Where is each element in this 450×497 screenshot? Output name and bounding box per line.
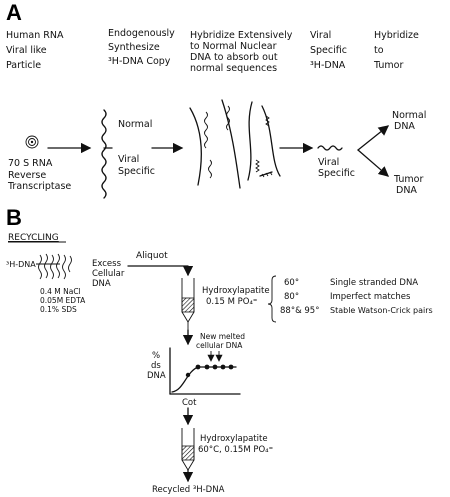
hap-label-line1: Hydroxylapatite [202,286,270,296]
cot-curve [171,366,237,393]
hap-label-line2: 0.15 M PO₄⁼ [206,297,257,307]
hap2-label-line2: 60°C, 0.15M PO₄⁼ [198,445,273,455]
rna-label: 70 S RNA [8,158,53,169]
excess-line3: DNA [92,279,111,289]
excess-line2: Cellular [92,269,125,279]
header-col3-line4: normal sequences [190,63,277,74]
desc-60: Single stranded DNA [330,278,418,288]
desc-88-95: Stable Watson-Crick pairs [330,306,433,315]
viral-specific-label-line2: Specific [118,166,155,177]
h3dna-label: ³H-DNA [6,260,36,269]
buffer-line3: 0.1% SDS [40,305,77,314]
hybrid-dna-tangle [189,99,281,189]
recycled-label: Recycled ³H-DNA [152,485,225,495]
arrow-to-normal [357,125,390,151]
temp-80: 80° [284,292,299,302]
header-col5-line1: Hybridize [374,30,419,41]
dna-copy-strand [101,109,107,199]
header-col4-line2: Specific [310,45,347,56]
temp-bracket [267,275,277,323]
header-col1-line2: Viral like [6,45,47,56]
header-col2-line3: ³H-DNA Copy [108,56,171,67]
viral-specific-label-line1: Viral [118,154,139,165]
normal-label: Normal [118,119,152,130]
header-col2-line2: Synthesize [108,42,160,53]
buffer-line2: 0.05M EDTA [40,296,86,305]
header-col1-line1: Human RNA [6,30,64,41]
temp-88-95: 88°& 95° [280,306,319,316]
dna-mixture-icon [36,253,72,280]
viral-specific-strand [317,145,343,151]
header-col4-line1: Viral [310,30,331,41]
hydroxylapatite-column-1 [181,278,195,330]
cot-curve-chart [169,347,241,395]
panel-a-letter: A [6,0,22,25]
header-col5-line3: Tumor [373,60,403,71]
cot-point-1 [185,372,191,378]
melted-line2: cellular DNA [196,341,243,350]
cot-point-3 [204,364,210,370]
normal-dna-line2: DNA [394,121,415,132]
xaxis-label: Cot [182,398,197,408]
tumor-dna-line1: Tumor [393,174,423,185]
viral-specific2-line1: Viral [318,157,339,168]
cot-point-5 [220,364,226,370]
cot-point-6 [228,364,234,370]
excess-line1: Excess [92,259,122,269]
header-col2-line1: Endogenously [108,28,175,39]
cot-point-2 [195,364,201,370]
normal-dna-line1: Normal [392,110,426,121]
yaxis-label-line2: ds [151,361,161,371]
header-col1-line3: Particle [6,60,41,71]
tumor-dna-line2: DNA [396,185,417,196]
recycling-label: RECYCLING [8,233,59,243]
buffer-line1: 0.4 M NaCl [40,287,81,296]
hap2-label-line1: Hydroxylapatite [200,434,268,444]
rt-label-line1: Reverse [8,170,46,181]
rna-particle-icon [25,135,39,149]
rt-label-line2: Transcriptase [7,181,71,192]
viral-specific2-line2: Specific [318,168,355,179]
header-col3-line2: to Normal Nuclear [190,41,277,52]
yaxis-label-line3: DNA [147,371,166,381]
desc-80: Imperfect matches [330,292,411,302]
header-col3-line3: DNA to absorb out [190,52,278,63]
arrow-aliquot [127,265,194,277]
yaxis-label-line1: % [152,351,160,361]
hydroxylapatite-column-2 [181,428,195,471]
temp-60: 60° [284,278,299,288]
header-col5-line2: to [374,45,384,56]
header-col3-line1: Hybridize Extensively [190,30,293,41]
header-col4-line3: ³H-DNA [310,60,346,71]
arrow-to-tumor [357,149,389,177]
cot-point-4 [212,364,218,370]
aliquot-label: Aliquot [136,251,168,261]
panel-b-letter: B [6,205,22,230]
melted-line1: New melted [200,332,245,341]
